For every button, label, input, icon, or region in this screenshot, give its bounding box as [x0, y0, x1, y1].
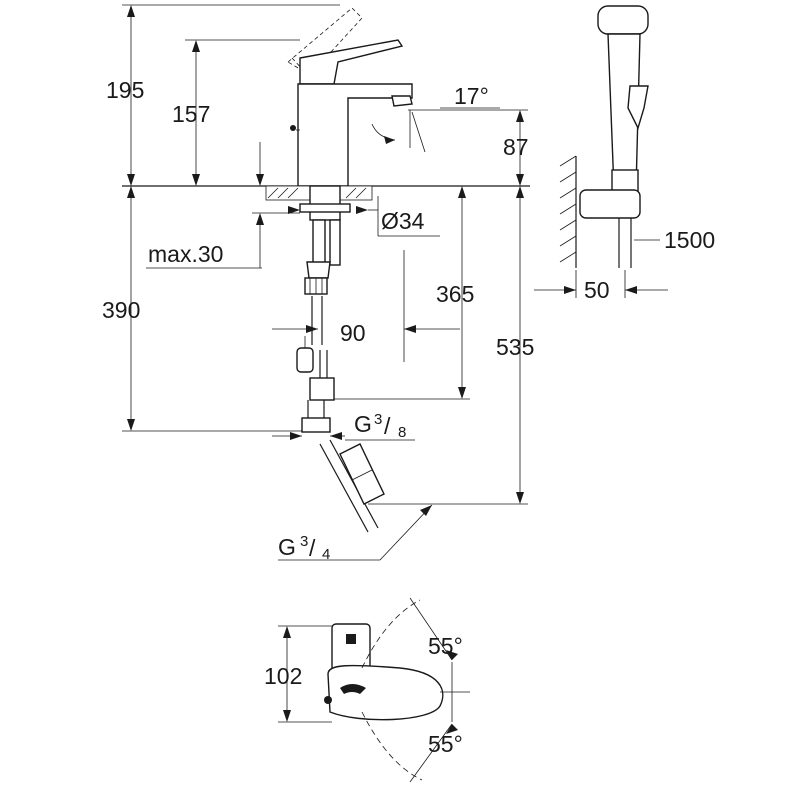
dim-max30: max.30 — [148, 241, 223, 267]
hand-shower — [534, 5, 668, 298]
thread-g34-prefix: G — [278, 534, 296, 560]
top-view — [278, 597, 470, 783]
dim-50: 50 — [584, 277, 610, 303]
dimension-labels: 195 157 17° 87 Ø34 max.30 365 390 90 535… — [102, 77, 715, 757]
faucet-body — [287, 7, 413, 187]
dim-535: 535 — [496, 334, 534, 360]
thread-g34-slash: / — [309, 535, 316, 561]
thread-g38-den: 8 — [398, 424, 406, 441]
thread-g34-den: 4 — [322, 546, 330, 563]
dim-195: 195 — [106, 77, 144, 103]
thread-g34-num: 3 — [300, 533, 308, 550]
dim-angle-55-top: 55° — [428, 633, 463, 659]
supply-assembly — [296, 185, 385, 533]
dim-157: 157 — [172, 101, 210, 127]
dim-365: 365 — [436, 281, 474, 307]
dim-102: 102 — [264, 663, 302, 689]
dim-87: 87 — [503, 134, 529, 160]
dim-390: 390 — [102, 297, 140, 323]
dim-angle-55-bottom: 55° — [428, 731, 463, 757]
dim-d34: Ø34 — [381, 208, 425, 234]
dim-1500: 1500 — [664, 227, 715, 253]
thread-g38-slash: / — [384, 413, 391, 439]
dimension-lines — [122, 4, 530, 561]
thread-g38-prefix: G — [354, 411, 372, 437]
dimension-arrows — [127, 5, 524, 516]
dim-90: 90 — [340, 320, 366, 346]
thread-g38-num: 3 — [374, 411, 382, 428]
dim-angle-17: 17° — [454, 83, 489, 109]
